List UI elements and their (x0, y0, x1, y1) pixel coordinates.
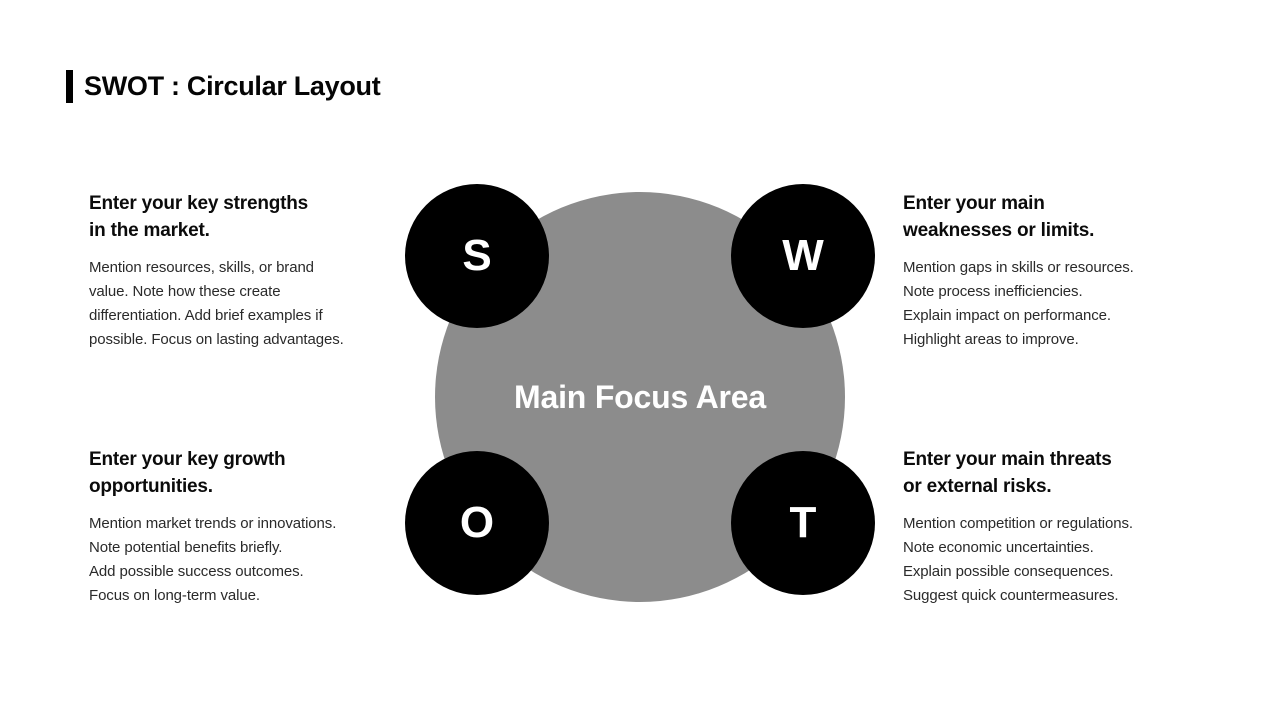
body-line: Add possible success outcomes. (89, 563, 304, 580)
node-opportunities-letter: O (459, 498, 495, 547)
body-line: Mention gaps in skills or resources. (903, 259, 1134, 276)
body-line: value. Note how these create (89, 283, 281, 300)
quadrant-weaknesses: Enter your main weaknesses or limits. Me… (903, 190, 1213, 352)
heading-line: Enter your main threats (903, 449, 1112, 470)
quadrant-opportunities-body: Mention market trends or innovations. No… (89, 512, 399, 608)
quadrant-opportunities: Enter your key growth opportunities. Men… (89, 446, 399, 608)
node-strengths-letter: S (462, 231, 492, 280)
node-weaknesses-circle: W (731, 184, 875, 328)
node-strengths-circle: S (405, 184, 549, 328)
quadrant-weaknesses-body: Mention gaps in skills or resources. Not… (903, 256, 1213, 352)
quadrant-threats-body: Mention competition or regulations. Note… (903, 512, 1213, 608)
heading-line: Enter your main (903, 193, 1045, 214)
node-opportunities-circle: O (405, 451, 549, 595)
heading-line: in the market. (89, 220, 210, 241)
heading-line: Enter your key growth (89, 449, 286, 470)
main-focus-label: Main Focus Area (514, 378, 766, 415)
heading-line: or external risks. (903, 476, 1052, 497)
node-weaknesses-letter: W (782, 231, 824, 280)
body-line: Explain impact on performance. (903, 307, 1111, 324)
body-line: Highlight areas to improve. (903, 331, 1079, 348)
body-line: Note potential benefits briefly. (89, 539, 283, 556)
body-line: Note process inefficiencies. (903, 283, 1083, 300)
body-line: Mention resources, skills, or brand (89, 259, 314, 276)
node-threats-circle: T (731, 451, 875, 595)
body-line: Explain possible consequences. (903, 563, 1114, 580)
body-line: Mention competition or regulations. (903, 515, 1133, 532)
body-line: possible. Focus on lasting advantages. (89, 331, 344, 348)
heading-line: Enter your key strengths (89, 193, 309, 214)
body-line: Note economic uncertainties. (903, 539, 1094, 556)
quadrant-threats-heading: Enter your main threats or external risk… (903, 446, 1213, 500)
quadrant-threats: Enter your main threats or external risk… (903, 446, 1213, 608)
body-line: Suggest quick countermeasures. (903, 587, 1119, 604)
slide-title-block: SWOT : Circular Layout (66, 70, 381, 103)
quadrant-strengths-heading: Enter your key strengths in the market. (89, 190, 399, 244)
body-line: Mention market trends or innovations. (89, 515, 337, 532)
node-threats-letter: T (789, 498, 817, 547)
body-line: differentiation. Add brief examples if (89, 307, 323, 324)
quadrant-weaknesses-heading: Enter your main weaknesses or limits. (903, 190, 1213, 244)
heading-line: weaknesses or limits. (903, 220, 1095, 241)
heading-line: opportunities. (89, 476, 213, 497)
quadrant-strengths-body: Mention resources, skills, or brand valu… (89, 256, 399, 352)
quadrant-opportunities-heading: Enter your key growth opportunities. (89, 446, 399, 500)
title-accent-bar (66, 70, 73, 103)
page-title: SWOT : Circular Layout (84, 71, 381, 101)
body-line: Focus on long-term value. (89, 587, 260, 604)
quadrant-strengths: Enter your key strengths in the market. … (89, 190, 399, 352)
